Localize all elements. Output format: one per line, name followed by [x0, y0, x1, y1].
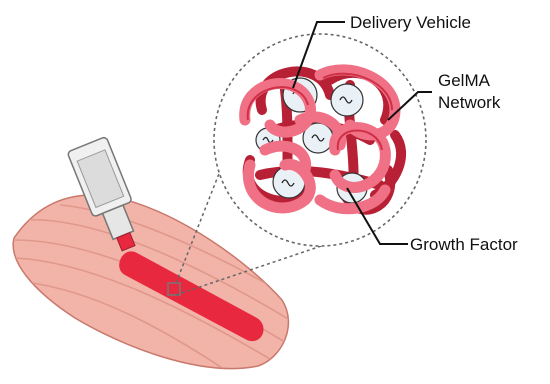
label-delivery-vehicle: Delivery Vehicle: [350, 13, 471, 32]
label-growth-factor: Growth Factor: [410, 235, 518, 254]
label-gelma-line2: Network: [438, 93, 501, 112]
label-gelma-line1: GelMA: [438, 71, 491, 90]
